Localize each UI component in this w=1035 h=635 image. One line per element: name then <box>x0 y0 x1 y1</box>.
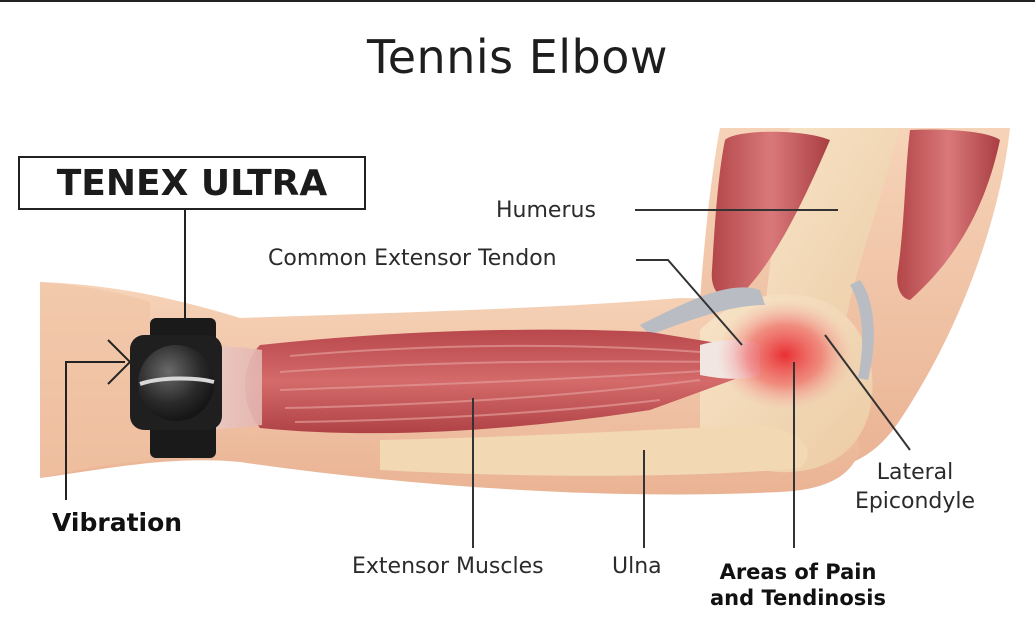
label-lateral-epicondyle: Lateral Epicondyle <box>840 460 990 514</box>
label-lateral-line1: Lateral <box>876 460 954 485</box>
lateral-callout-line <box>824 334 911 451</box>
label-pain-line1: Areas of Pain <box>719 560 877 584</box>
ulna-bone <box>380 425 808 476</box>
tendon-grey-1 <box>640 287 765 335</box>
label-areas-of-pain: Areas of Pain and Tendinosis <box>700 560 896 610</box>
muscle-fibers <box>279 344 721 423</box>
device-ball <box>138 345 214 421</box>
top-border <box>0 0 1035 2</box>
device-label: TENEX ULTRA <box>18 156 366 210</box>
wrist-shading <box>40 282 150 478</box>
label-pain-line2: and Tendinosis <box>710 586 886 610</box>
biceps-muscle <box>711 131 830 300</box>
vibration-arrow-head <box>107 339 132 385</box>
vibration-arrow <box>65 361 125 500</box>
label-lateral-line2: Epicondyle <box>854 489 976 514</box>
label-ulna: Ulna <box>612 554 662 579</box>
pain-area-glow <box>717 300 853 410</box>
label-extensor-muscles: Extensor Muscles <box>352 554 544 579</box>
page-title: Tennis Elbow <box>366 30 669 84</box>
device-highlight <box>139 376 215 386</box>
triceps-muscle <box>897 129 1000 300</box>
label-humerus: Humerus <box>496 198 596 223</box>
label-vibration: Vibration <box>52 508 183 537</box>
label-common-extensor-tendon: Common Extensor Tendon <box>268 246 557 271</box>
tendon-grey-2 <box>850 280 874 380</box>
tendon-callout-line <box>636 259 743 346</box>
